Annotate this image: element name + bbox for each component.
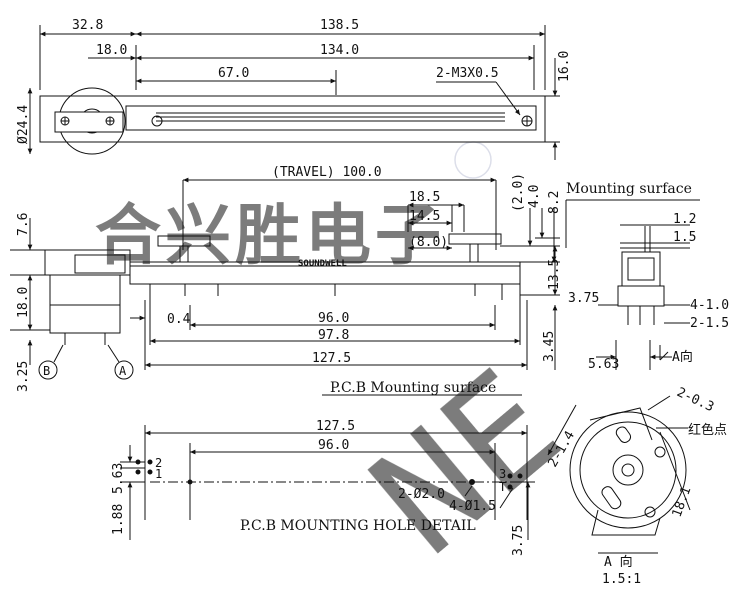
dim-1-2: 1.2	[673, 212, 696, 227]
dim-4-0: 4.0	[527, 185, 542, 208]
detail-dim-2-0-3: 2-0.3	[674, 385, 716, 415]
dim-2-0: (2.0)	[511, 173, 526, 212]
top-view	[27, 25, 560, 160]
mounting-surface-label: Mounting surface	[566, 181, 692, 197]
pin-2: 2	[155, 456, 162, 470]
hole-dim-2-dia: 2-Ø2.0	[398, 487, 445, 502]
detail-a-title: A 向	[604, 554, 633, 570]
dim-13-5: 13.5	[547, 259, 562, 290]
dim-138-5: 138.5	[320, 18, 359, 33]
side-view-labels: (TRAVEL) 100.0 18.5 14.5 (8.0) (2.0) 4.0…	[16, 165, 562, 396]
red-dot-label: 红色点	[688, 422, 727, 438]
side-view	[10, 177, 560, 396]
pin-3: 3	[499, 467, 506, 481]
hole-dim-4-dia: 4-Ø1.5	[449, 499, 496, 514]
pin-t: T	[499, 480, 506, 494]
dim-m3-screw: 2-M3X0.5	[436, 66, 499, 81]
dim-18-0-side: 18.0	[16, 287, 31, 318]
dim-7-6: 7.6	[16, 213, 31, 236]
end-view	[565, 199, 700, 370]
dim-3-25: 3.25	[16, 361, 31, 392]
dim-14-5: 14.5	[409, 209, 440, 224]
hole-dim-3-75: 3.75	[511, 525, 526, 556]
dim-32-8: 32.8	[72, 18, 103, 33]
hole-detail-title: P.C.B MOUNTING HOLE DETAIL	[240, 518, 476, 534]
dim-4-1-0: 4-1.0	[690, 298, 729, 313]
dim-127-5: 127.5	[312, 351, 351, 366]
top-view-labels: 32.8 138.5 18.0 134.0 67.0 2-M3X0.5 16.0…	[16, 18, 572, 144]
end-view-labels: Mounting surface 1.2 1.5 3.75 4-1.0 2-1.…	[566, 181, 729, 372]
terminal-a: A	[119, 364, 127, 378]
detail-a-scale: 1.5:1	[602, 572, 641, 587]
dim-3-75: 3.75	[568, 291, 599, 306]
hole-dim-1-88: 1.88	[111, 504, 126, 535]
a-direction-label: A向	[672, 349, 693, 365]
dim-dia-24-4: Ø24.4	[16, 105, 31, 144]
pcb-surface-label: P.C.B Mounting surface	[330, 380, 496, 396]
terminal-b: B	[43, 364, 50, 378]
pin-1: 1	[155, 467, 162, 481]
dim-0-4: 0.4	[167, 312, 191, 327]
dim-16-0: 16.0	[557, 51, 572, 82]
detail-a	[547, 395, 691, 554]
watermark-cjk: 合兴胜电子	[95, 196, 445, 274]
hole-dim-127-5: 127.5	[316, 419, 355, 434]
dim-18-5: 18.5	[409, 190, 440, 205]
dim-97-8: 97.8	[318, 328, 349, 343]
dim-8-2: 8.2	[547, 191, 562, 214]
dim-1-5: 1.5	[673, 230, 696, 245]
travel-label: (TRAVEL) 100.0	[272, 165, 382, 180]
brand-label: SOUNDWELL	[298, 259, 347, 269]
hole-detail	[120, 425, 535, 540]
dim-5-63: 5.63	[588, 357, 619, 372]
hole-dim-5-63: 5.63	[111, 463, 126, 494]
dim-2-1-5: 2-1.5	[690, 316, 729, 331]
dim-134-0: 134.0	[320, 43, 359, 58]
dim-96-0: 96.0	[318, 311, 349, 326]
dim-8-0: (8.0)	[409, 235, 448, 250]
hole-dim-96-0: 96.0	[318, 438, 349, 453]
dim-3-45: 3.45	[542, 331, 557, 362]
detail-dim-18-1: 18.1	[670, 485, 695, 520]
dim-18-0: 18.0	[96, 43, 127, 58]
dim-67-0: 67.0	[218, 66, 249, 81]
hole-detail-labels: 127.5 96.0 5.63 1.88 2-Ø2.0 4-Ø1.5 3.75 …	[111, 419, 526, 556]
